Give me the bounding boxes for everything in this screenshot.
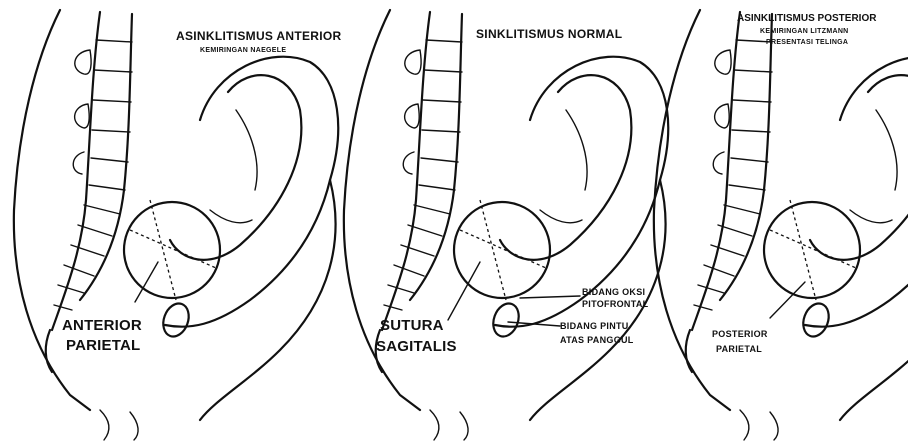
pelvis-right — [654, 10, 908, 440]
left-title: ASINKLITISMUS ANTERIOR — [176, 30, 342, 42]
pelvis-middle — [344, 10, 668, 440]
right-title: ASINKLITISMUS POSTERIOR — [737, 14, 876, 24]
middle-plane1-line1: BIDANG OKSI — [582, 288, 645, 297]
middle-label-sutura: SUTURA — [380, 318, 444, 333]
middle-title: SINKLITISMUS NORMAL — [476, 28, 622, 40]
left-label-parietal: PARIETAL — [66, 338, 140, 353]
pelvis-left — [14, 10, 338, 440]
right-label-posterior: POSTERIOR — [712, 330, 768, 339]
middle-plane1-line2: PITOFRONTAL — [582, 300, 648, 309]
right-label-parietal: PARIETAL — [716, 345, 762, 354]
middle-label-sagitalis: SAGITALIS — [376, 339, 457, 354]
left-label-anterior: ANTERIOR — [62, 318, 142, 333]
left-subtitle: KEMIRINGAN NAEGELE — [200, 47, 286, 54]
middle-plane2-line1: BIDANG PINTU — [560, 322, 629, 331]
right-subtitle-1: KEMIRINGAN LITZMANN — [760, 28, 849, 35]
middle-plane2-line2: ATAS PANGGUL — [560, 336, 634, 345]
right-subtitle-2: PRESENTASI TELINGA — [766, 39, 848, 46]
